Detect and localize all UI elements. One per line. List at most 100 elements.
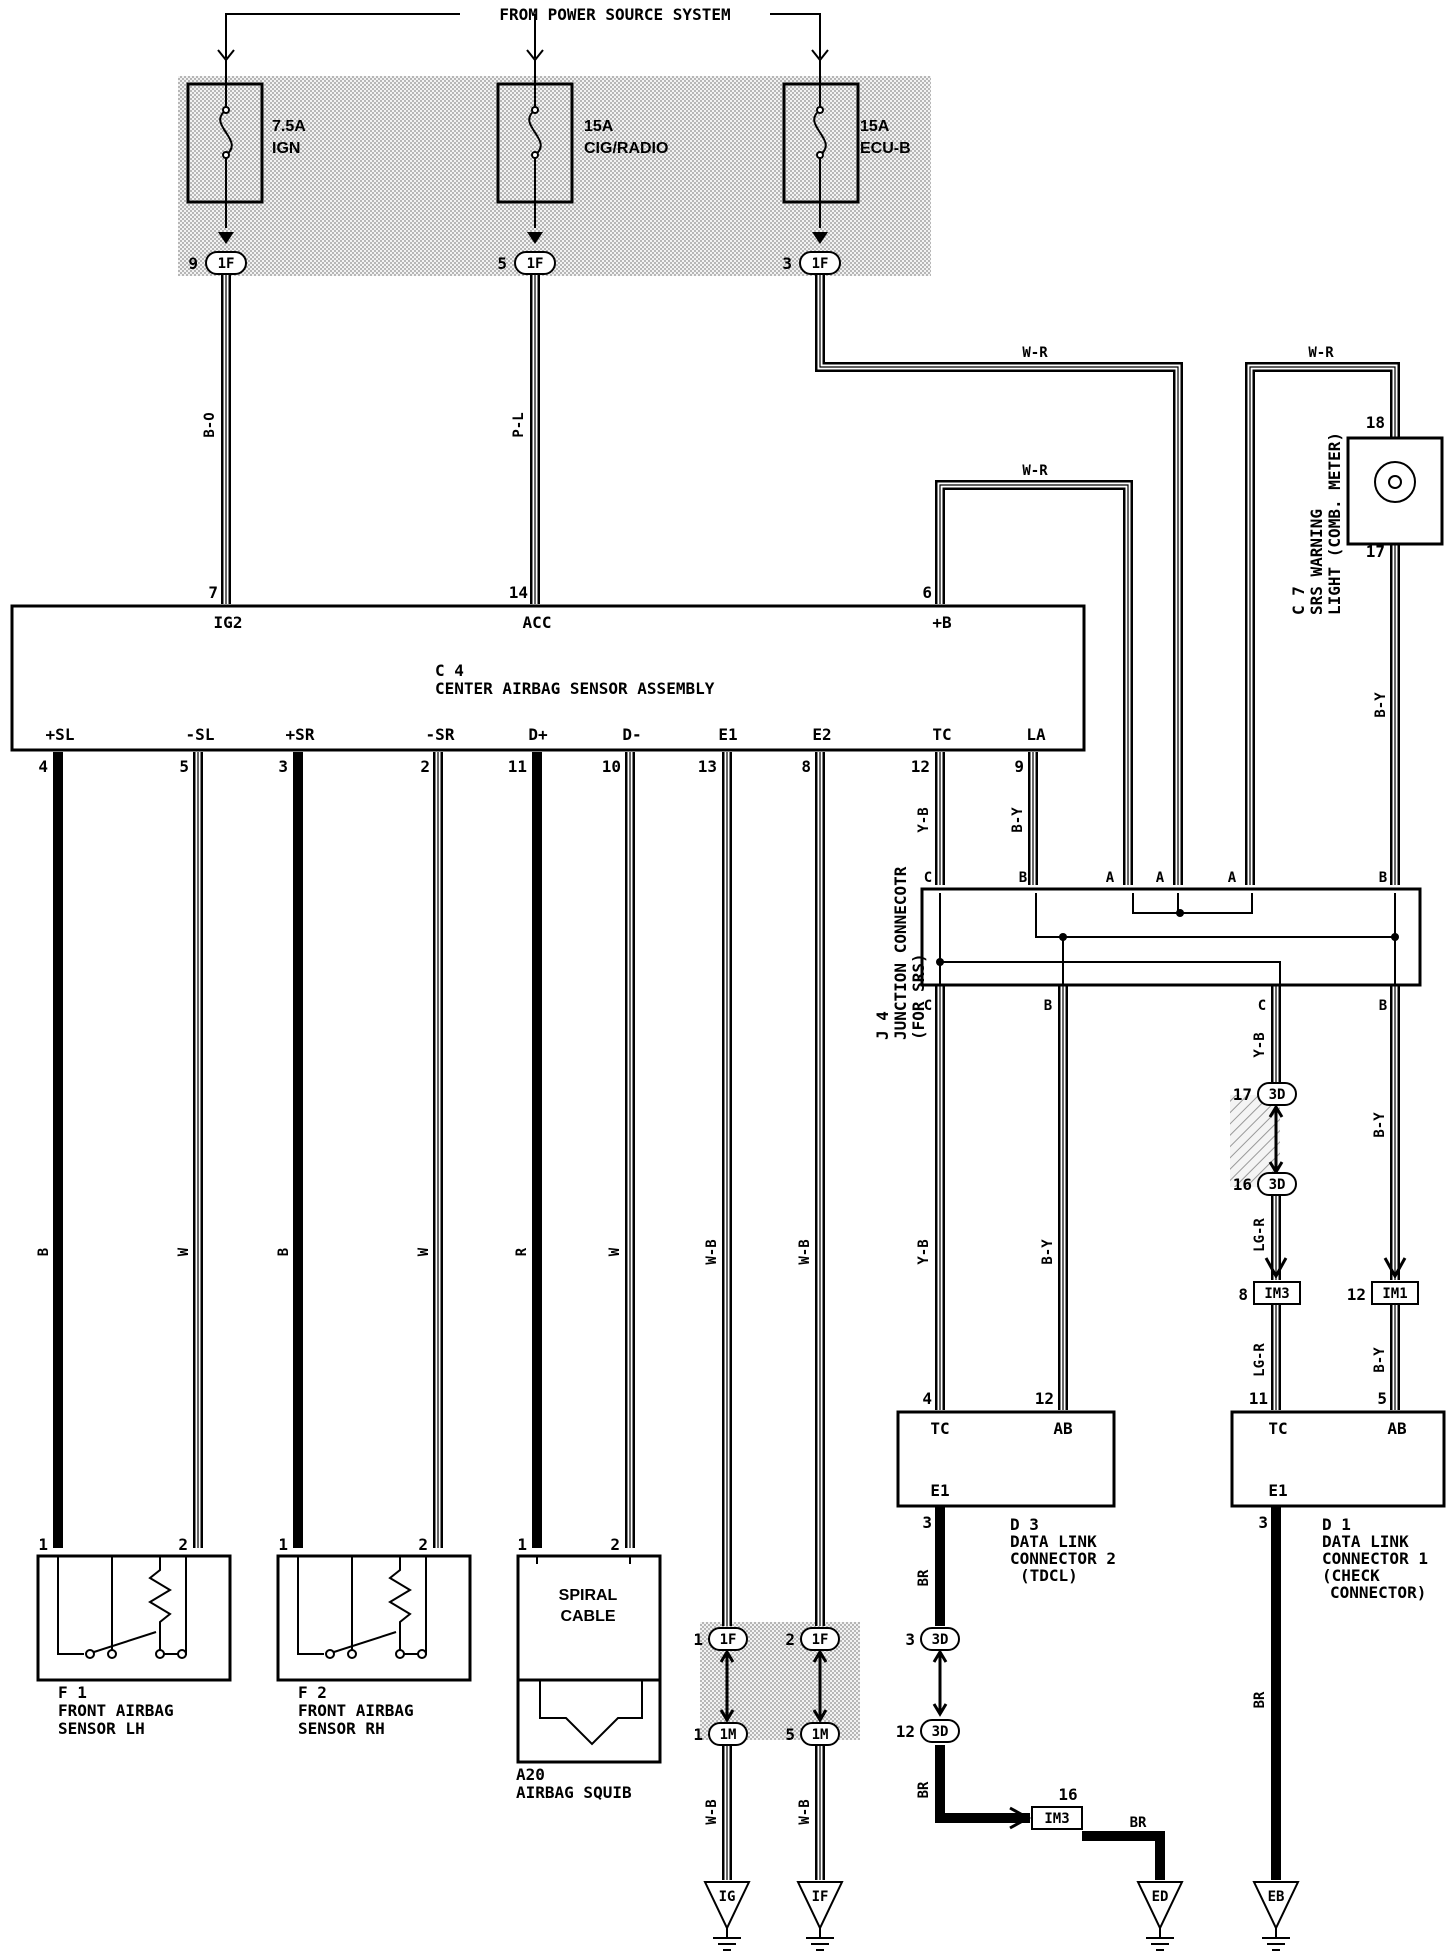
connector-1f-ecu: 1F 3 [782,251,841,275]
svg-text:E2: E2 [812,725,831,744]
svg-text:AB: AB [1053,1419,1073,1438]
power-source-label: FROM POWER SOURCE SYSTEM [499,5,730,24]
svg-text:3: 3 [1258,1513,1268,1532]
svg-text:-SL: -SL [186,725,215,744]
svg-text:8: 8 [1238,1285,1248,1304]
srs-warning-light: 18 17 C 7 SRS WARNING LIGHT (COMB. METER… [1289,413,1444,615]
svg-text:W-R: W-R [1022,463,1048,479]
fuse-ign-amp: 7.5A [272,118,306,135]
ground-eb: EB [1252,1881,1300,1951]
fuse-ecu-amp: 15A [860,118,890,135]
svg-text:B-Y: B-Y [1010,807,1026,833]
svg-text:+SR: +SR [286,725,315,744]
center-sensor-code: C 4 [435,661,464,680]
svg-text:C: C [1258,998,1266,1014]
svg-text:18: 18 [1366,413,1385,432]
svg-text:W: W [176,1247,192,1256]
svg-text:SENSOR LH: SENSOR LH [58,1719,145,1738]
svg-text:16: 16 [1233,1175,1252,1194]
connector-3d-br-lower: 3D 12 [896,1719,960,1743]
svg-text:1: 1 [38,1535,48,1554]
svg-text:DATA LINK: DATA LINK [1010,1532,1097,1551]
svg-text:W-B: W-B [797,1799,813,1824]
svg-text:B: B [1044,998,1052,1014]
svg-text:W-B: W-B [704,1239,720,1264]
svg-text:5: 5 [785,1725,795,1744]
srs-light-line1: SRS WARNING [1307,509,1326,615]
svg-text:17: 17 [1233,1085,1252,1104]
svg-text:7: 7 [208,583,218,602]
fuse-ign: 7.5A IGN [186,60,306,244]
svg-text:LA: LA [1026,725,1046,744]
svg-text:W: W [607,1247,623,1256]
connector-1f-e1: 1F 1 [693,1627,748,1651]
svg-text:DATA LINK: DATA LINK [1322,1532,1409,1551]
svg-text:3: 3 [782,254,792,273]
svg-text:B-Y: B-Y [1372,1347,1388,1373]
connector-3d-lower: 3D 16 [1233,1172,1297,1196]
fuse-cig-radio: 15A CIG/RADIO [496,60,668,244]
svg-text:D-: D- [622,725,641,744]
svg-text:3D: 3D [932,1724,949,1740]
fuse-box-shading [178,76,931,276]
svg-text:CABLE: CABLE [560,1608,615,1625]
svg-text:B: B [36,1248,52,1256]
fuse-cig-name: CIG/RADIO [584,140,668,157]
svg-text:A20: A20 [516,1765,545,1784]
svg-text:5: 5 [497,254,507,273]
svg-text:1M: 1M [812,1727,829,1743]
svg-text:11: 11 [1249,1389,1268,1408]
connector-1m-e1: 1M 1 [693,1722,748,1746]
svg-text:B: B [1379,870,1387,886]
svg-text:LG-R: LG-R [1252,1218,1268,1252]
svg-text:ACC: ACC [523,613,552,632]
svg-text:IM1: IM1 [1382,1286,1407,1302]
svg-text:12: 12 [1347,1285,1366,1304]
center-sensor-name: CENTER AIRBAG SENSOR ASSEMBLY [435,679,715,698]
svg-text:16: 16 [1058,1785,1077,1804]
svg-text:B-Y: B-Y [1040,1239,1056,1265]
svg-text:CONNECTOR 2: CONNECTOR 2 [1010,1549,1116,1568]
svg-text:ED: ED [1152,1889,1169,1905]
svg-text:BR: BR [916,1781,932,1798]
airbag-squib: SPIRAL CABLE 1 2 A20 AIRBAG SQUIB [516,1535,662,1802]
svg-text:W-B: W-B [797,1239,813,1264]
ground-ig: IG [703,1881,751,1951]
svg-text:12: 12 [911,757,930,776]
svg-text:A: A [1228,870,1237,886]
svg-text:IG2: IG2 [214,613,243,632]
svg-text:EB: EB [1268,1889,1285,1905]
svg-text:12: 12 [1035,1389,1054,1408]
svg-text:B-Y: B-Y [1372,1112,1388,1138]
svg-text:W: W [416,1247,432,1256]
svg-text:A: A [1156,870,1165,886]
svg-text:5: 5 [1377,1389,1387,1408]
wire-harness [53,275,1400,1880]
svg-text:1F: 1F [812,1632,829,1648]
svg-text:2: 2 [610,1535,620,1554]
svg-text:17: 17 [1366,542,1385,561]
data-link-connector-2: TC AB E1 4 12 3 D 3 DATA LINK CONNECTOR … [896,1389,1116,1585]
ground-ed: ED [1136,1881,1184,1951]
svg-text:B: B [276,1248,292,1256]
svg-text:TC: TC [932,725,951,744]
srs-light-line2: LIGHT (COMB. METER) [1325,432,1344,615]
svg-text:Y-B: Y-B [916,1239,932,1264]
wire-color-labels: B-O P-L W-R W-R W-R B-Y Y-B B-Y B W B W … [36,345,1389,1831]
svg-text:1: 1 [693,1725,703,1744]
svg-text:A: A [1106,870,1115,886]
svg-text:13: 13 [698,757,717,776]
svg-text:F 2: F 2 [298,1683,327,1702]
junction-code: J 4 [873,1011,892,1040]
svg-text:2: 2 [785,1630,795,1649]
svg-text:AB: AB [1387,1419,1407,1438]
svg-text:BR: BR [1252,1691,1268,1708]
svg-text:9: 9 [188,254,198,273]
svg-text:1M: 1M [720,1727,737,1743]
svg-text:+B: +B [932,613,952,632]
svg-text:TC: TC [930,1419,949,1438]
svg-text:D 1: D 1 [1322,1515,1351,1534]
svg-text:3D: 3D [1269,1177,1286,1193]
svg-text:F 1: F 1 [58,1683,87,1702]
